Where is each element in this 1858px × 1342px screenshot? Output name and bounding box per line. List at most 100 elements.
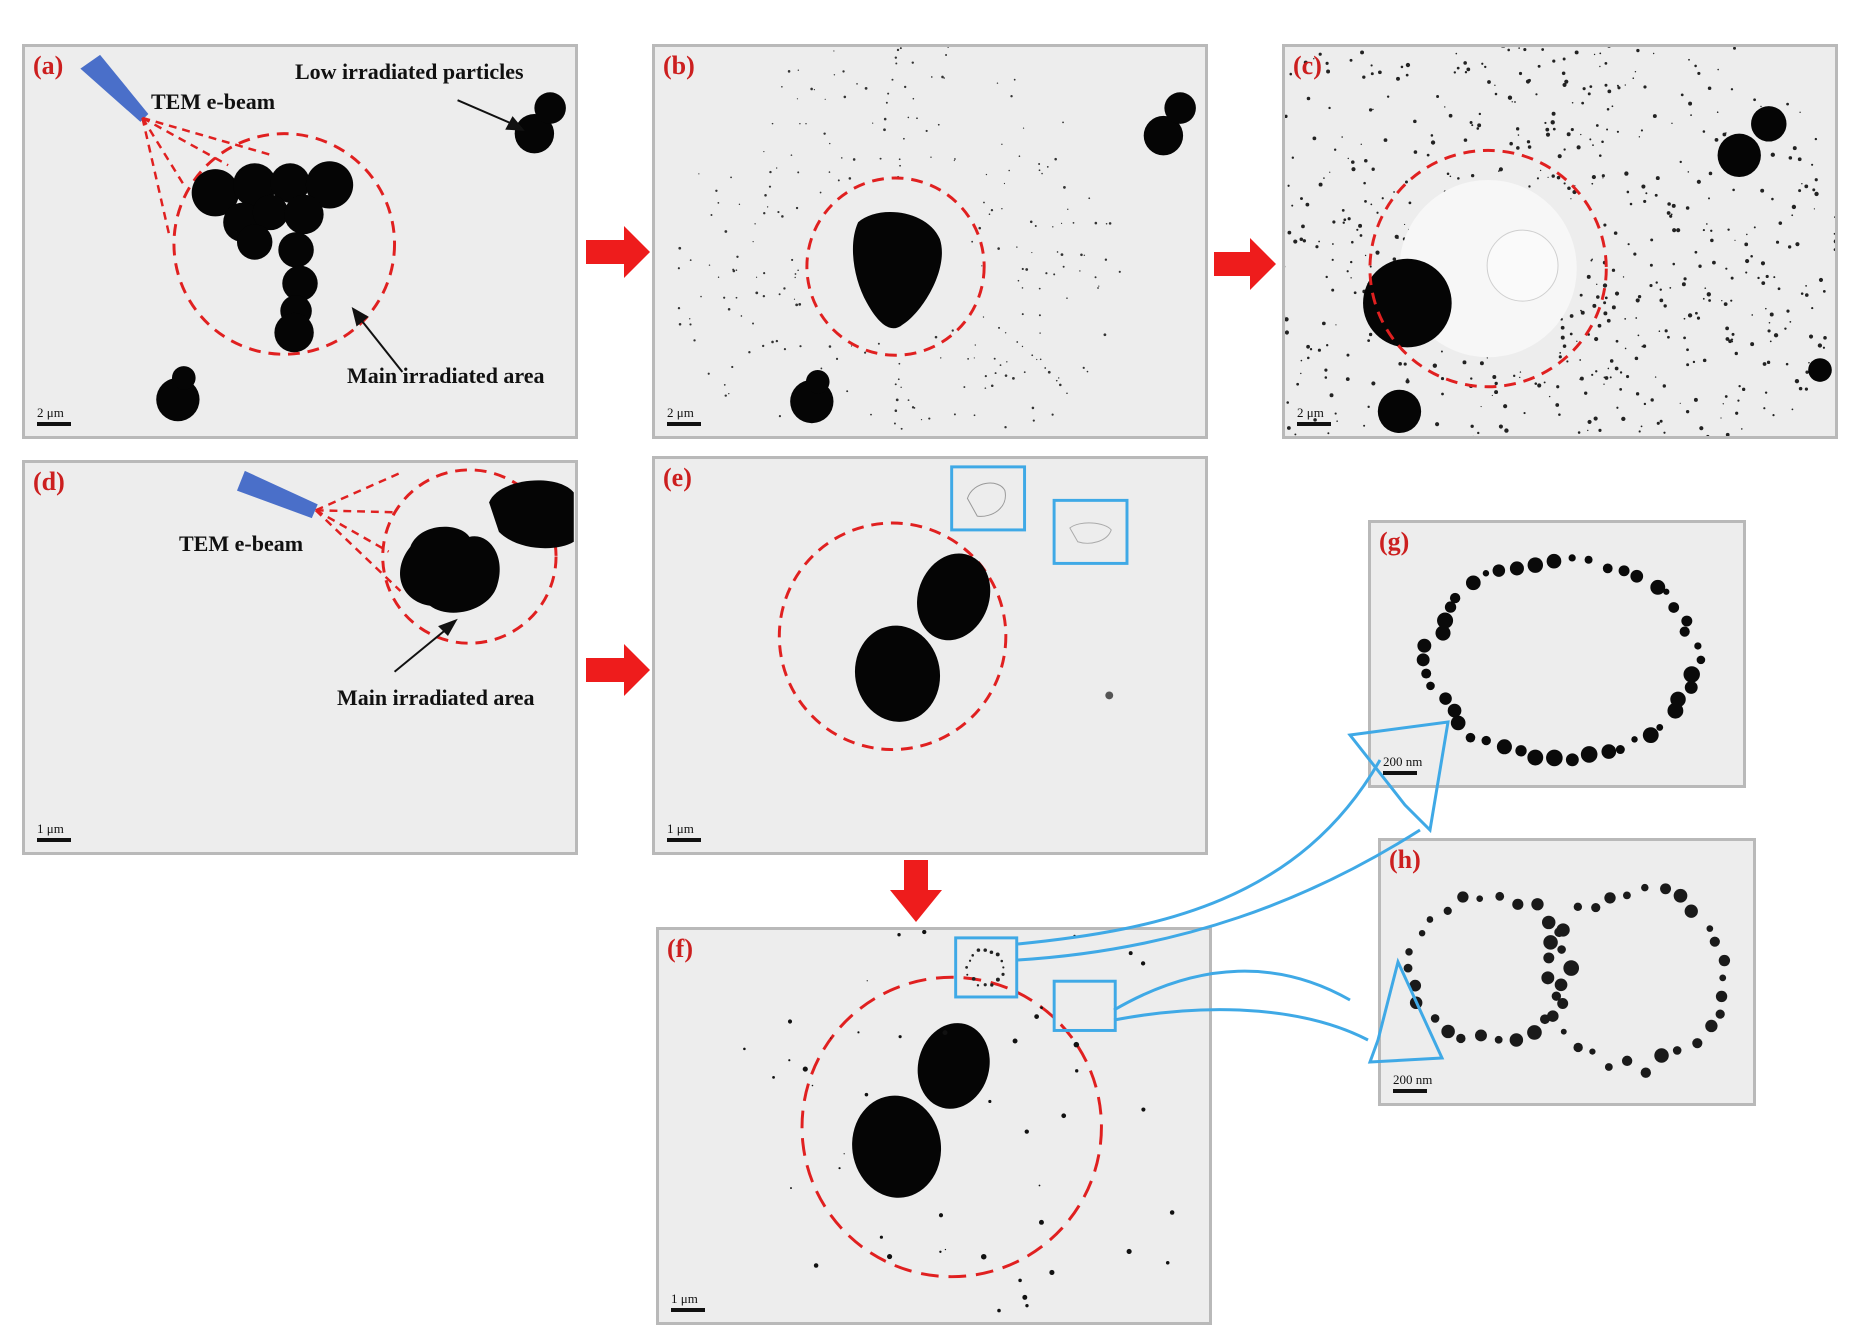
nanoparticle-dot bbox=[1625, 374, 1630, 379]
ring-nanoparticles bbox=[965, 948, 1005, 987]
nanoparticle-dot bbox=[1558, 355, 1562, 359]
panel-e: (e) 1 μm bbox=[652, 456, 1208, 855]
nanoparticle-dot bbox=[1010, 95, 1013, 98]
nanoparticle-dot bbox=[1341, 209, 1345, 212]
nanoparticle-dot bbox=[1579, 359, 1582, 361]
nanoparticle-dot bbox=[1334, 412, 1337, 415]
nanoparticle-dot bbox=[1021, 313, 1024, 316]
nanoparticle-dot bbox=[1791, 408, 1794, 411]
nanoparticle-dot bbox=[1327, 432, 1330, 435]
nanoparticle-dot bbox=[1611, 268, 1616, 272]
nanoparticle-dot bbox=[1286, 401, 1289, 404]
nanoparticle-dot bbox=[1570, 198, 1572, 200]
nanoparticle-dot bbox=[1787, 245, 1792, 249]
nanoparticle-dot bbox=[1044, 367, 1047, 369]
nanoparticle-dot bbox=[761, 344, 765, 348]
nanoparticle-dot bbox=[1484, 65, 1487, 69]
nanoparticle-dot bbox=[1833, 232, 1835, 235]
nanoparticle-dot bbox=[1573, 902, 1583, 911]
nanoparticle-dot bbox=[1359, 234, 1363, 237]
nanoparticle-dot bbox=[1795, 242, 1800, 247]
nanoparticle-dot bbox=[1370, 72, 1374, 76]
nanoparticle-dot bbox=[1492, 564, 1506, 577]
nanoparticle-dot bbox=[828, 345, 832, 348]
nanoparticle-dot bbox=[1478, 112, 1482, 116]
nanoparticle-dot bbox=[794, 276, 796, 279]
nanoparticle-dot bbox=[885, 101, 888, 104]
nanoparticle-dot bbox=[1566, 132, 1571, 137]
nanoparticle-dot bbox=[1169, 1210, 1175, 1215]
nanoparticle-dot bbox=[1291, 204, 1294, 207]
nanoparticle-dot bbox=[1060, 222, 1063, 224]
nanoparticle-dot bbox=[1818, 277, 1824, 282]
nanoparticle-dot bbox=[830, 1037, 832, 1039]
nanoparticle-dot bbox=[689, 318, 691, 320]
nanoparticle-dot bbox=[1331, 288, 1335, 292]
nanoparticle-dot bbox=[1062, 265, 1065, 268]
nanoparticle-dot bbox=[1804, 387, 1808, 391]
nanoparticle-dot bbox=[1822, 346, 1826, 349]
nanoparticle-dot bbox=[1440, 377, 1445, 381]
nanoparticle-dot bbox=[840, 157, 843, 159]
nanoparticle-dot bbox=[1666, 211, 1671, 215]
nanoparticle-dot bbox=[1730, 338, 1734, 341]
nanoparticle-dot bbox=[1702, 358, 1707, 363]
nanoparticle-dot bbox=[943, 77, 945, 79]
nanoparticle-dot bbox=[1517, 134, 1520, 136]
nanoparticle-dot bbox=[727, 307, 731, 311]
nanoparticle-dot bbox=[1685, 410, 1690, 414]
nanoparticle-dot bbox=[1773, 276, 1776, 279]
nanoparticle-dot bbox=[1367, 405, 1370, 409]
nanoparticle-dot bbox=[1285, 330, 1289, 335]
nanoparticle-dot bbox=[1360, 143, 1362, 145]
nanoparticle-dot bbox=[1001, 208, 1003, 210]
nanoparticle-dot bbox=[1016, 246, 1018, 248]
nanoparticle-dot bbox=[1555, 403, 1560, 407]
nanoparticle-dot bbox=[1444, 601, 1457, 613]
nanoparticle-dot bbox=[1494, 381, 1498, 386]
nanoparticle-dot bbox=[1539, 169, 1542, 172]
nanoparticle-dot bbox=[1679, 626, 1690, 637]
nanoparticle-dot bbox=[1672, 262, 1676, 266]
nanoparticle-dot bbox=[1039, 358, 1042, 361]
nanoparticle-dot bbox=[1603, 301, 1607, 305]
nanoparticle-dot bbox=[922, 930, 927, 935]
nanoparticle-dot bbox=[1641, 883, 1649, 892]
nanoparticle-dot bbox=[1404, 180, 1408, 184]
nanoparticle-dot bbox=[1519, 376, 1521, 379]
nanoparticle-dot bbox=[1770, 152, 1775, 157]
nanoparticle-dot bbox=[1318, 240, 1321, 243]
nanoparticle-dot bbox=[1165, 1261, 1170, 1265]
nanoparticle-dot bbox=[1527, 557, 1544, 573]
nanoparticle-dot bbox=[1022, 127, 1025, 129]
nanoparticle-dot bbox=[998, 326, 1001, 329]
nanoparticle-dot bbox=[1681, 615, 1693, 627]
nanoparticle-dot bbox=[1805, 370, 1809, 374]
nanoparticle-dot bbox=[1541, 971, 1555, 985]
nanoparticle-dot bbox=[997, 247, 1000, 250]
nanoparticle-dot bbox=[1363, 181, 1366, 185]
nanoparticle-dot bbox=[1439, 692, 1452, 705]
nanoparticle-dot bbox=[1421, 668, 1432, 679]
nanoparticle-dot bbox=[1692, 1038, 1703, 1049]
nanoparticle-dot bbox=[1309, 348, 1313, 351]
nanoparticle-dot bbox=[1405, 948, 1413, 956]
panel-label-g: (g) bbox=[1379, 527, 1410, 556]
nanoparticle-dot bbox=[963, 386, 966, 389]
nanoparticle-dot bbox=[1753, 226, 1756, 229]
nanoparticle-dot bbox=[1805, 285, 1807, 287]
nanoparticle-dot bbox=[953, 159, 955, 162]
nanoparticle-dot bbox=[1611, 305, 1616, 310]
nanoparticle-dot bbox=[1623, 891, 1631, 900]
scale-bar-h: 200 nm bbox=[1393, 1072, 1432, 1093]
nanoparticle-dot bbox=[899, 164, 901, 167]
scale-bar-e: 1 μm bbox=[667, 821, 701, 842]
nanoparticle-dot bbox=[1587, 419, 1592, 424]
nanoparticle-dot bbox=[1001, 972, 1005, 976]
nanoparticle-dot bbox=[1698, 264, 1702, 268]
nanoparticle-dot bbox=[1767, 329, 1771, 333]
nanoparticle-dot bbox=[1476, 895, 1484, 903]
nanoparticle-dot bbox=[1481, 62, 1484, 65]
nanoparticle-dot bbox=[1527, 145, 1532, 149]
nanoparticle-dot bbox=[1702, 130, 1706, 133]
